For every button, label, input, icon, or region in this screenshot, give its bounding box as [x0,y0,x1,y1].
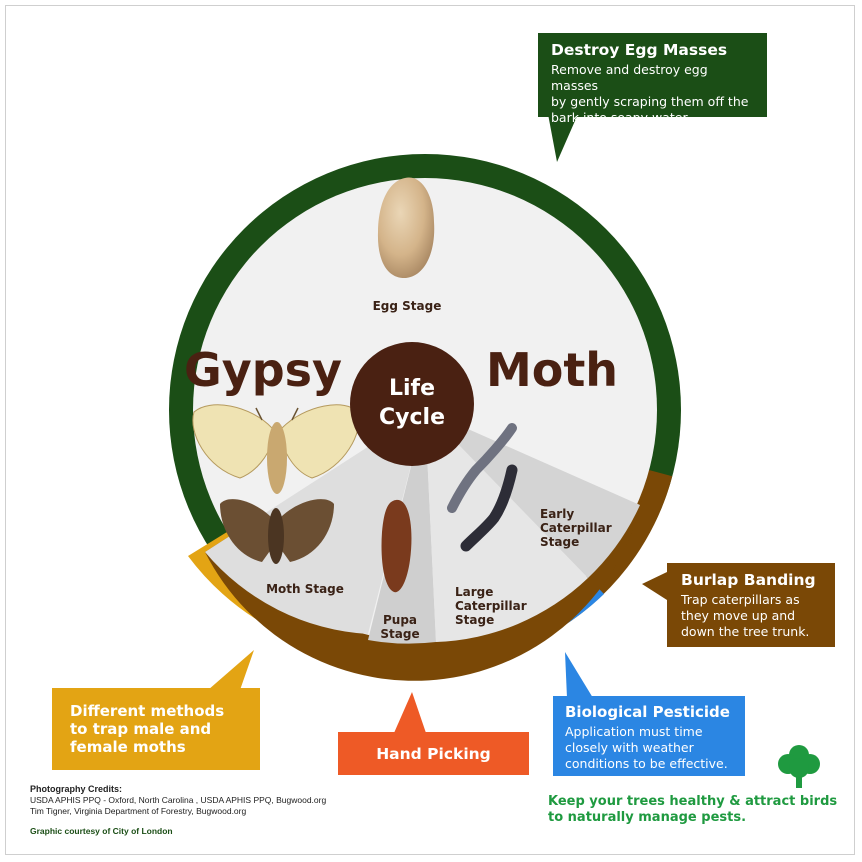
callout-burlap-line3: down the tree trunk. [681,624,810,639]
callout-destroy-line1: Remove and destroy egg masses [551,62,708,93]
pointer-burlap [642,572,667,600]
callout-bio-title: Biological Pesticide [565,703,730,721]
wedge-early-caterpillar [425,410,640,578]
title-word-gypsy: Gypsy [184,343,342,397]
callout-bio-line3: conditions to be effective. [565,756,728,771]
center-label-line1: Life [389,376,435,401]
center-label-line2: Cycle [379,405,445,430]
callout-traps-line1: Different methods [70,702,225,720]
callout-burlap-line2: they move up and [681,608,796,623]
tagline: Keep your trees healthy & attract birds … [548,794,838,826]
stage-label-large-caterpillar-line3: Stage [455,613,494,627]
callout-burlap-banding: Burlap Banding Trap caterpillars as they… [667,563,835,647]
pointer-hand [394,692,426,733]
callout-destroy-egg-masses: Destroy Egg Masses Remove and destroy eg… [538,33,767,125]
early-caterpillar-image [447,423,517,513]
stage-label-large-caterpillar-line2: Caterpillar [455,599,527,613]
frame [5,5,855,855]
stage-label-early-caterpillar-line2: Caterpillar [540,521,612,535]
callout-burlap-line1: Trap caterpillars as [681,592,800,607]
callout-destroy-line2: by gently scraping them off the [551,94,749,109]
stage-label-egg: Egg Stage [373,299,442,313]
callout-bio-line1: Application must time [565,724,703,739]
pointer-bio [565,652,593,698]
callout-traps-line2: to trap male and [70,720,212,738]
graphic-courtesy: Graphic courtesy of City of London [30,826,173,836]
stage-label-pupa-line1: Pupa [383,613,417,627]
credits-line1: USDA APHIS PPQ - Oxford, North Carolina … [30,795,327,805]
credits-title: Photography Credits: [30,784,123,794]
pointer-destroy [548,114,578,162]
stage-label-moth: Moth Stage [266,582,344,596]
male-moth-image [220,499,334,564]
center-circle [350,342,474,466]
callout-hand-title: Hand Picking [376,744,491,763]
photography-credits: Photography Credits: USDA APHIS PPQ - Ox… [30,784,326,817]
wedge-large-caterpillar [425,410,588,642]
stage-label-early-caterpillar-line3: Stage [540,535,579,549]
credits-line2: Tim Tigner, Virginia Department of Fores… [30,806,247,816]
callout-hand-picking: Hand Picking [338,732,529,775]
callout-bio-line2: closely with weather [565,740,694,755]
callout-destroy-title: Destroy Egg Masses [551,41,728,59]
callout-burlap-title: Burlap Banding [681,571,816,589]
callout-trap-methods: Different methods to trap male and femal… [52,688,260,770]
tree-icon [778,745,820,788]
stage-label-early-caterpillar-line1: Early [540,507,574,521]
stage-label-pupa-line2: Stage [380,627,419,641]
female-moth-image [192,404,360,494]
callout-destroy-line3: bark into soapy water. [551,110,691,125]
pupa-image [381,499,412,593]
callout-biological-pesticide: Biological Pesticide Application must ti… [553,696,745,776]
egg-mass-image [377,177,435,279]
tagline-line1: Keep your trees healthy & attract birds [548,794,838,809]
pointer-traps [208,650,254,690]
tagline-line2: to naturally manage pests. [548,810,747,825]
stage-label-large-caterpillar-line1: Large [455,585,493,599]
callout-traps-line3: female moths [70,738,186,756]
large-caterpillar-image [460,464,518,552]
title-word-moth: Moth [486,343,618,397]
